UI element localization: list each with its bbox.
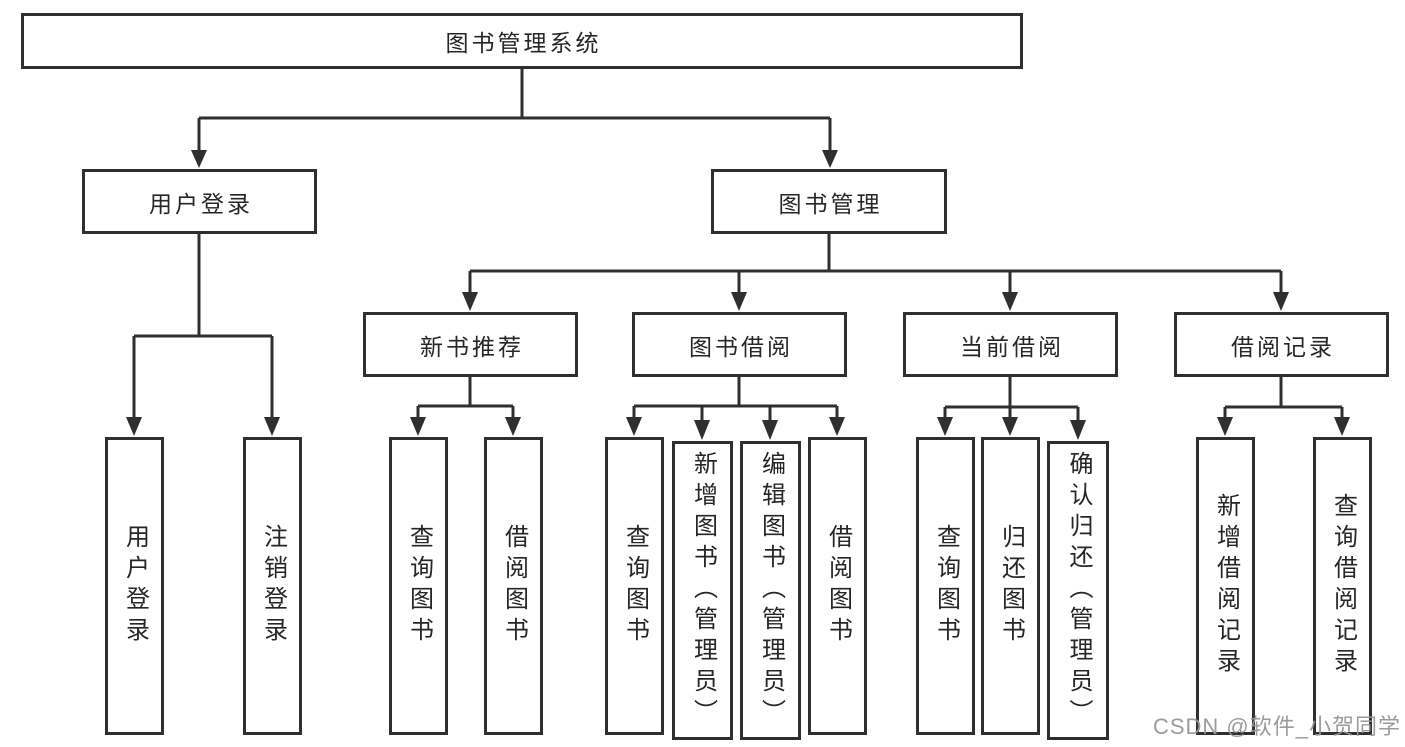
leaf-query-books-current: 查询图书 [916,437,975,735]
connector-root-to-level2 [191,67,838,168]
leaf-query-borrow-record: 查询借阅记录 [1313,437,1372,735]
node-book-management: 图书管理 [711,169,947,234]
csdn-watermark: CSDN @软件_小贺同学 [1152,714,1401,739]
connector-new-book-recommend-to-leaves [410,377,521,436]
node-borrow-records: 借阅记录 [1174,312,1389,377]
connector-user-login-to-leaves [126,234,280,436]
leaf-edit-book-admin: 编辑图书（管理员） [740,441,801,740]
leaf-query-books-borrow: 查询图书 [605,437,664,735]
node-book-borrow: 图书借阅 [632,312,847,377]
connector-borrow-records-to-leaves [1217,377,1350,436]
leaf-logout-login: 注销登录 [243,437,302,735]
node-root-system-title: 图书管理系统 [21,13,1023,69]
leaf-add-borrow-record: 新增借阅记录 [1196,437,1255,735]
node-new-book-recommend: 新书推荐 [363,312,578,377]
node-user-login: 用户登录 [82,169,317,234]
leaf-user-login: 用户登录 [105,437,164,735]
leaf-borrow-books-recommend: 借阅图书 [484,437,543,735]
leaf-borrow-books: 借阅图书 [808,437,867,735]
leaf-add-book-admin: 新增图书（管理员） [672,441,733,740]
leaf-confirm-return-admin: 确认归还（管理员） [1047,441,1109,740]
connector-book-borrow-to-leaves [626,377,845,440]
node-current-borrow: 当前借阅 [903,312,1118,377]
connector-book-management-to-level3 [462,234,1289,311]
leaf-query-books-recommend: 查询图书 [389,437,448,735]
connector-current-borrow-to-leaves [937,377,1086,440]
leaf-return-book: 归还图书 [981,437,1040,735]
